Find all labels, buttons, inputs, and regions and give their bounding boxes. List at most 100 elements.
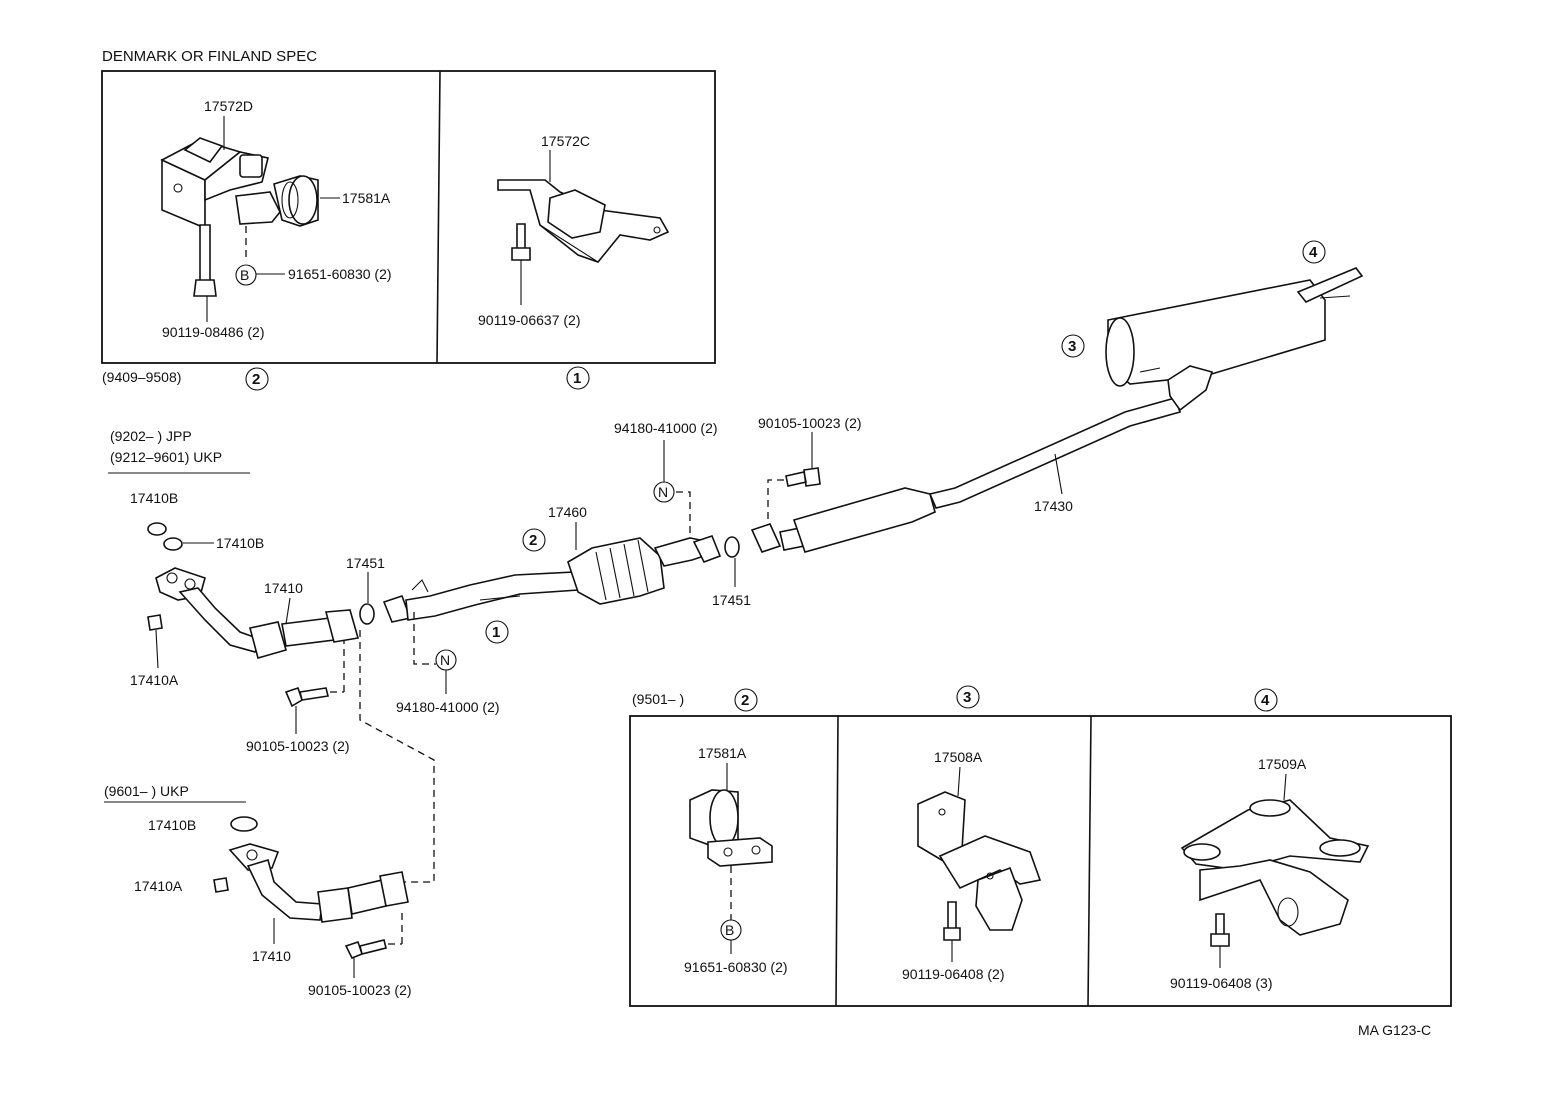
label-17509a: 17509A — [1258, 756, 1307, 772]
b-marker-top: B — [240, 267, 249, 283]
label-17451-right: 17451 — [712, 592, 751, 608]
nut-17410a-b-drawing — [213, 877, 229, 893]
circle-marker-4-bottom — [1254, 688, 1278, 712]
dash-line — [676, 491, 691, 536]
label-17430: 17430 — [1034, 498, 1073, 514]
marker-2-main: 2 — [529, 532, 537, 549]
label-90119-06408-2: 90119-06408 (2) — [902, 966, 1004, 982]
bottom-inset-divider-1 — [835, 715, 839, 1007]
marker-4-main: 4 — [1309, 244, 1318, 261]
leader-line — [1054, 453, 1063, 495]
front-pipe-a-period-1: (9202– ) JPP — [110, 428, 192, 444]
gasket-17410b-b-drawing — [230, 816, 258, 832]
label-90105-a: 90105-10023 (2) — [246, 738, 350, 754]
marker-3-main: 3 — [1068, 338, 1076, 355]
marker-1-top: 1 — [573, 370, 581, 387]
gasket-17451-right-drawing — [724, 536, 740, 558]
top-inset-period: (9409–9508) — [102, 369, 181, 385]
bolt-90119-08486-drawing — [193, 224, 217, 297]
catalytic-converter-17460-drawing — [567, 537, 705, 605]
bracket-17572d-drawing — [160, 137, 269, 230]
label-17410a-a: 17410A — [130, 672, 179, 688]
label-17410a-b: 17410A — [134, 878, 183, 894]
circle-marker-2-bottom — [734, 688, 758, 712]
bolt-90105-main-drawing — [785, 467, 821, 487]
label-94180-upper: 94180-41000 (2) — [614, 420, 718, 436]
dash-line — [767, 479, 784, 526]
marker-1-main: 1 — [492, 624, 500, 641]
label-17572c: 17572C — [541, 133, 590, 149]
marker-2-bottom: 2 — [741, 692, 749, 709]
flange-drawing — [692, 535, 722, 564]
label-17410b-b: 17410B — [148, 817, 196, 833]
circle-marker-2-top — [245, 367, 269, 391]
support-17581a-bottom-drawing — [689, 789, 773, 867]
b-marker-circle — [235, 264, 257, 286]
front-pipe-a-period-2: (9212–9601) UKP — [110, 449, 222, 465]
label-17410-b: 17410 — [252, 948, 291, 964]
bolt-90105-b-drawing — [344, 939, 387, 960]
circle-marker-2-main — [522, 528, 546, 552]
label-17508a: 17508A — [934, 749, 983, 765]
front-pipe-17410-a-drawing — [155, 567, 360, 659]
bottom-inset-frame — [629, 715, 1452, 1007]
leader-line — [155, 629, 159, 669]
bolt-90119-06408-b-drawing — [1210, 913, 1230, 947]
gasket-17410b-drawing — [147, 522, 167, 536]
label-90105-main: 90105-10023 (2) — [758, 415, 862, 431]
bolt-90105-a-drawing — [284, 686, 329, 708]
label-90105-b: 90105-10023 (2) — [308, 982, 412, 998]
front-pipe-b-period: (9601– ) UKP — [104, 783, 189, 799]
bracket-17509a-drawing — [1180, 799, 1370, 936]
label-17581a-top: 17581A — [342, 190, 391, 206]
circle-marker-3-bottom — [956, 685, 980, 709]
bolt-90119-06637-drawing — [511, 223, 531, 261]
leader-line — [957, 766, 961, 797]
bottom-inset-period: (9501– ) — [632, 691, 684, 707]
top-inset-divider — [436, 70, 441, 364]
dash-line — [359, 630, 435, 883]
top-inset-frame — [101, 70, 716, 364]
n-marker-upper: N — [658, 484, 668, 500]
label-91651-60830-bottom: 91651-60830 (2) — [684, 959, 788, 975]
circle-marker-1-main — [485, 620, 509, 644]
label-17460: 17460 — [548, 504, 587, 520]
muffler-drawing — [1105, 267, 1364, 412]
label-90119-06408-3: 90119-06408 (3) — [1170, 975, 1272, 991]
nut-17410a-a-drawing — [147, 614, 163, 631]
label-90119-06637: 90119-06637 (2) — [478, 312, 580, 328]
bottom-inset-divider-2 — [1087, 715, 1092, 1007]
circle-marker-3-main — [1061, 334, 1085, 358]
label-17572d: 17572D — [204, 98, 253, 114]
bracket-17572c-drawing — [497, 179, 670, 263]
marker-4-bottom: 4 — [1261, 692, 1270, 709]
tail-pipe-17430-drawing — [750, 397, 1182, 553]
leader-line — [1283, 773, 1287, 801]
gasket-17451-left-drawing — [359, 603, 375, 625]
leader-line — [285, 597, 291, 625]
center-pipe-drawing — [382, 571, 579, 623]
label-17451-left: 17451 — [346, 555, 385, 571]
marker-3-bottom: 3 — [963, 689, 971, 706]
marker-2-top: 2 — [252, 371, 260, 388]
front-pipe-17410-b-drawing — [228, 843, 409, 923]
label-17410b-a1: 17410B — [130, 490, 178, 506]
gasket-17410b-drawing-2 — [163, 537, 183, 551]
b-marker-bottom: B — [725, 922, 734, 938]
circle-marker-4-main — [1302, 240, 1326, 264]
label-17410b-a2: 17410B — [216, 535, 264, 551]
top-inset-title: DENMARK OR FINLAND SPEC — [102, 48, 317, 65]
label-90119-08486: 90119-08486 (2) — [162, 324, 264, 340]
diagram-id: MA G123-C — [1358, 1022, 1431, 1038]
support-17581a-drawing — [235, 175, 319, 227]
bolt-90119-06408-a-drawing — [943, 901, 961, 941]
dash-line — [413, 612, 436, 665]
n-marker-lower: N — [440, 652, 450, 668]
label-17410-a: 17410 — [264, 580, 303, 596]
label-17581a-bottom: 17581A — [698, 745, 747, 761]
label-91651-60830-top: 91651-60830 (2) — [288, 266, 392, 282]
bracket-17508a-drawing — [917, 791, 1042, 931]
label-94180-lower: 94180-41000 (2) — [396, 699, 500, 715]
circle-marker-1-top — [566, 366, 590, 390]
